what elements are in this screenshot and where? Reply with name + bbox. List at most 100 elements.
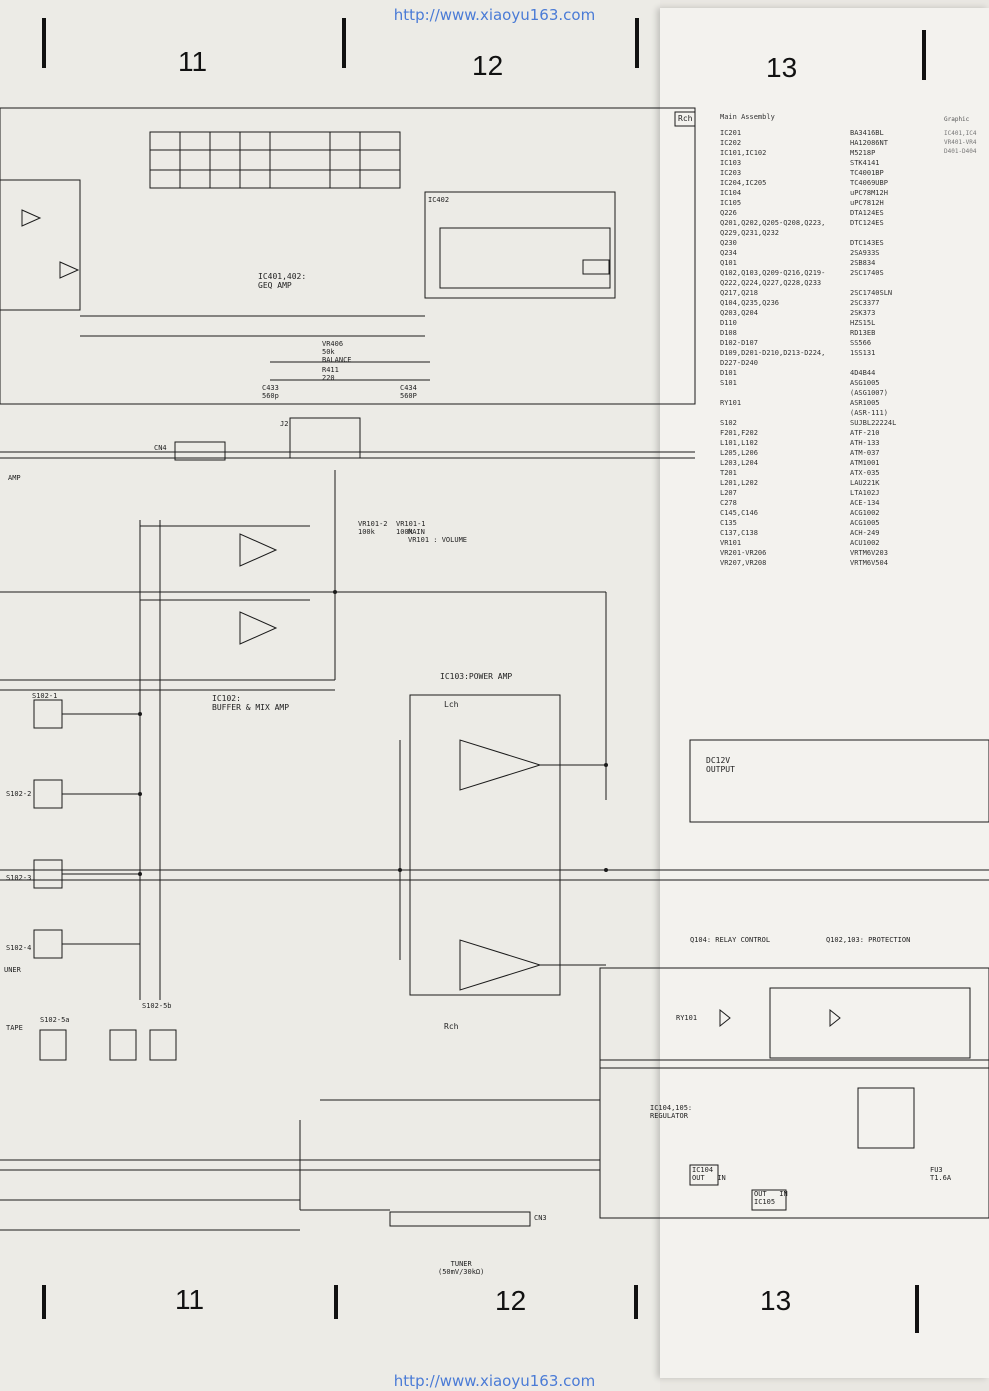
graphic-line: VR401-VR4 (944, 139, 977, 146)
regulator-label: IC104,105: REGULATOR (650, 1104, 693, 1120)
parts-list-row: Q234 2SA933S (720, 248, 920, 258)
ic102-opamp-1 (239, 533, 278, 567)
part-reference: IC104 (720, 189, 742, 197)
eq-pot-row (149, 131, 401, 189)
part-number: ACE-134 (850, 499, 880, 507)
part-reference (720, 388, 850, 398)
parts-list-row: L205,L206 ATM-037 (720, 448, 920, 458)
part-number: HA12086NT (850, 139, 888, 147)
part-number: 1SS131 (850, 349, 876, 357)
part-reference: IC204,IC205 (720, 179, 767, 187)
dc12v-output-label: DC12V OUTPUT (706, 756, 735, 774)
rch-mid-tag: Rch (444, 1022, 459, 1031)
part-number: 4D4B44 (850, 369, 876, 377)
s102-2-label: S102-2 (6, 790, 32, 798)
column-number-top: 11 (178, 46, 208, 77)
parts-list-row: C278 ACE-134 (720, 498, 920, 508)
part-reference: Q217,Q218 (720, 289, 758, 297)
part-number: STK4141 (850, 159, 880, 167)
right-sheet (660, 8, 989, 1378)
r411-label: R411 220 (322, 366, 339, 382)
s102-4-label: S102-4 (6, 944, 32, 952)
part-number: RD13EB (850, 329, 876, 337)
lch-tag: Lch (444, 700, 459, 709)
part-number: TC4001BP (850, 169, 884, 177)
part-number: DTA124ES (850, 209, 884, 217)
part-reference: T201 (720, 469, 737, 477)
part-reference: L205,L206 (720, 449, 758, 457)
part-number: 2SB834 (850, 259, 876, 267)
part-reference: L201,L202 (720, 479, 758, 487)
ic105-box (751, 1189, 787, 1211)
part-reference: Q229,Q231,Q232 (720, 229, 780, 237)
part-number: ATM-037 (850, 449, 880, 457)
part-number: uPC78M12H (850, 189, 888, 197)
q104-label: Q104: RELAY CONTROL (690, 936, 771, 944)
part-number: 2SA933S (850, 249, 880, 257)
part-reference: Q101 (720, 259, 737, 267)
part-number: LTA102J (850, 489, 880, 497)
s102-1-label: S102-1 (32, 692, 58, 700)
part-number (850, 278, 920, 288)
source-url-top[interactable]: http://www.xiaoyu163.com (393, 6, 596, 24)
graphic-heading: Graphic (944, 116, 970, 123)
col-mark (334, 1285, 338, 1319)
tuner-input-label: UNER (4, 966, 21, 974)
ic402-block (424, 191, 616, 299)
cn3-connector (389, 1211, 531, 1227)
part-reference: C278 (720, 499, 737, 507)
part-reference: IC101,IC102 (720, 149, 767, 157)
s102-5b-label: S102-5b (142, 1002, 172, 1010)
part-reference: Q234 (720, 249, 737, 257)
part-reference: D110 (720, 319, 737, 327)
protection-frame (599, 967, 989, 1219)
part-reference: L203,L204 (720, 459, 758, 467)
part-reference: S101 (720, 379, 737, 387)
part-reference: C145,C146 (720, 509, 758, 517)
source-url-bottom[interactable]: http://www.xiaoyu163.com (393, 1372, 596, 1390)
part-reference: Q102,Q103,Q209-Q216,Q219- (720, 269, 826, 277)
part-reference: D227-D240 (720, 359, 758, 367)
part-number: ACG1005 (850, 519, 880, 527)
parts-list-row: Q102,Q103,Q209-Q216,Q219- 2SC1740S (720, 268, 920, 278)
vr101-1-label: VR101-1 100k (396, 520, 426, 536)
j2-label: J2 (280, 420, 289, 428)
part-number: 2SC1740S (850, 269, 884, 277)
part-reference: Q230 (720, 239, 737, 247)
part-number: (ASR-111) (850, 409, 888, 417)
parts-list-row: D108 RD13EB (720, 328, 920, 338)
parts-list-row: (ASR-111) (720, 408, 920, 418)
part-reference: D108 (720, 329, 737, 337)
tuner-label: TUNER (50mV/30kΩ) (438, 1260, 485, 1276)
ic104-box (689, 1164, 719, 1186)
part-reference: D101 (720, 369, 737, 377)
balance-label: VR406 50k BALANCE (322, 340, 352, 364)
part-reference: Q222,Q224,Q227,Q228,Q233 (720, 279, 822, 287)
cn4-connector (174, 441, 226, 461)
column-number-bottom: 12 (495, 1285, 527, 1316)
ic102-opamp-2 (239, 611, 278, 645)
part-reference: IC203 (720, 169, 742, 177)
part-reference: IC201 (720, 129, 742, 137)
cn4-label: CN4 (154, 444, 167, 452)
col-mark (922, 30, 926, 80)
ic104-label: IC104 OUT IN (692, 1166, 726, 1182)
part-reference: L101,L102 (720, 439, 758, 447)
ic102-label: IC102: BUFFER & MIX AMP (212, 694, 290, 712)
part-number: TC4069UBP (850, 179, 888, 187)
part-number: ACH-249 (850, 529, 880, 537)
